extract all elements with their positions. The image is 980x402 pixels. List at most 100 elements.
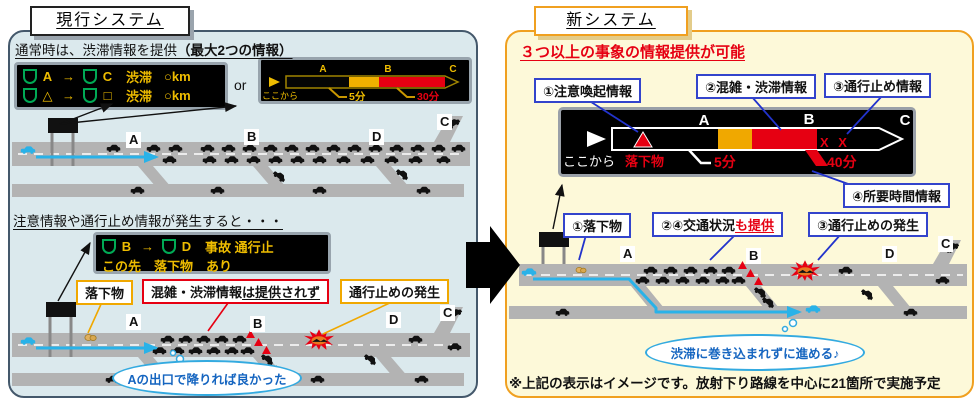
- svg-text:C: C: [449, 64, 456, 75]
- led-board-graphic: A B C ここから 5分 30分: [258, 57, 472, 104]
- exit-ramp-a: [138, 166, 171, 187]
- svg-text:5分: 5分: [349, 90, 366, 101]
- congestion-info-callout: ②混雑・渋滞情報: [696, 74, 817, 99]
- led-row-2: △ → □ 渋滞 ○km: [23, 86, 219, 105]
- svg-text:30分: 30分: [417, 90, 440, 101]
- led-status: 渋滞: [126, 89, 153, 104]
- main-road: [12, 142, 470, 166]
- led-board-new-system: A B C X X ここから 落下物 5分 40分: [558, 107, 916, 177]
- exit-label-d: D: [882, 246, 898, 262]
- svg-text:B: B: [384, 64, 391, 75]
- arrow-icon: →: [62, 88, 75, 103]
- svg-text:5分: 5分: [714, 154, 736, 170]
- exit-label-a: A: [126, 314, 142, 330]
- arrow-icon: →: [141, 239, 154, 254]
- route-shield-icon: [83, 69, 97, 84]
- side-road: [12, 184, 464, 197]
- here-pointer-icon: [269, 77, 280, 87]
- exit-ramp-b: [253, 166, 286, 187]
- fallen-object-icon: [575, 266, 587, 274]
- route-arrow-blue: [533, 277, 802, 318]
- route-shield-icon: [102, 239, 116, 254]
- thought-bubble-trail: [781, 318, 798, 333]
- closure-occurred-callout: ③通行止めの発生: [808, 212, 929, 237]
- fallen-object-callout: ①落下物: [563, 213, 632, 238]
- congestion-segment-yellow: [349, 77, 379, 87]
- footnote: ※上記の表示はイメージです。放射下り路線を中心に21箇所で実施予定: [509, 376, 941, 391]
- driver-thought-bubble: 渋滞に巻き込まれずに進める♪: [645, 334, 865, 371]
- led-status: 渋滞: [126, 70, 153, 85]
- traffic-status-callout: ②④交通状況も提供: [652, 212, 784, 237]
- closure-callout: 通行止めの発生: [340, 279, 450, 304]
- fallen-object-icon: [84, 334, 97, 342]
- roadside-sign: [539, 232, 569, 264]
- heading-bold-part: （最大2つの情報）: [177, 43, 293, 58]
- route-shield-icon: [162, 239, 176, 254]
- exit-label-b: B: [244, 129, 260, 145]
- current-system-title: 現行システム: [30, 6, 190, 36]
- exit-label-a: A: [126, 132, 142, 148]
- led-row-2: この先 落下物 あり: [102, 259, 233, 274]
- led-to: □: [103, 88, 112, 103]
- route-shield-icon: [83, 88, 97, 103]
- led-to: D: [181, 239, 192, 254]
- callout-red-text: も提供: [735, 218, 775, 233]
- fallen-object-callout: 落下物: [76, 280, 134, 305]
- exit-ramp-d: [376, 166, 409, 187]
- exit-ramp-tick: [328, 87, 347, 98]
- no-congestion-info-callout: 混雑・渋滞情報は提供されず: [142, 279, 330, 304]
- incident-heading: 注意情報や通行止め情報が発生すると・・・: [13, 214, 283, 229]
- normal-time-heading: 通常時は、渋滞情報を提供（最大2つの情報）: [15, 39, 293, 59]
- road-scene-normal: [12, 116, 470, 197]
- exit-label-c: C: [938, 236, 954, 252]
- led-from: △: [42, 87, 53, 103]
- congestion-segment-red: [379, 77, 445, 87]
- callout-text: 混雑・渋滞情報: [151, 285, 243, 300]
- exit-label-a: A: [620, 246, 636, 262]
- svg-text:ここから: ここから: [563, 154, 615, 169]
- led-to: C: [102, 69, 113, 84]
- callout-underlined-text: は提供されず: [242, 285, 321, 300]
- congestion-segment-red: [752, 129, 817, 149]
- svg-text:落下物: 落下物: [625, 154, 664, 169]
- svg-text:B: B: [804, 111, 815, 128]
- or-label: or: [234, 77, 247, 93]
- callout-text: ②④交通状況: [661, 218, 736, 233]
- closure-info-callout: ③通行止め情報: [824, 73, 932, 98]
- exit-ramp-tick: [396, 87, 415, 98]
- arrow-icon: →: [62, 69, 75, 84]
- route-shield-icon: [23, 69, 37, 84]
- led-status: 事故 通行止: [205, 240, 274, 255]
- road-scene-new: [509, 232, 967, 333]
- exit-label-c: C: [440, 305, 456, 321]
- warning-triangle-icon: [633, 131, 653, 148]
- caution-info-callout: ①注意喚起情報: [534, 78, 642, 103]
- exit-ramp-d: [878, 286, 911, 308]
- roadside-sign: [46, 302, 76, 357]
- exit-label-b: B: [250, 316, 266, 332]
- new-board-graphic: A B C X X ここから 落下物 5分 40分: [563, 111, 911, 170]
- here-pointer-icon: [587, 131, 606, 147]
- route-shield-icon: [23, 88, 37, 103]
- led-distance: ○km: [164, 69, 191, 84]
- exit-label-d: D: [386, 312, 402, 328]
- led-distance: ○km: [164, 88, 191, 103]
- exit-ramp-tick: [688, 149, 711, 165]
- svg-text:A: A: [319, 64, 326, 75]
- svg-text:40分: 40分: [827, 154, 857, 170]
- led-board-normal: A → C 渋滞 ○km △ → □ 渋滞 ○km: [14, 62, 228, 110]
- svg-text:X X: X X: [820, 135, 850, 150]
- led-row-1: B → D 事故 通行止: [102, 237, 322, 256]
- exit-label-d: D: [369, 129, 385, 145]
- new-system-headline: ３つ以上の事象の情報提供が可能: [520, 44, 746, 61]
- led-board-incident: B → D 事故 通行止 この先 落下物 あり: [93, 232, 331, 274]
- led-bar-graphic: A B C ここから 5分 30分: [262, 64, 460, 101]
- exit-label-c: C: [437, 114, 453, 130]
- congestion-segment-yellow: [718, 129, 752, 149]
- svg-text:ここから: ここから: [262, 91, 298, 101]
- exit-ramp-d: [376, 357, 409, 378]
- svg-text:A: A: [699, 112, 710, 129]
- svg-text:C: C: [900, 112, 911, 129]
- led-row-1: A → C 渋滞 ○km: [23, 67, 219, 86]
